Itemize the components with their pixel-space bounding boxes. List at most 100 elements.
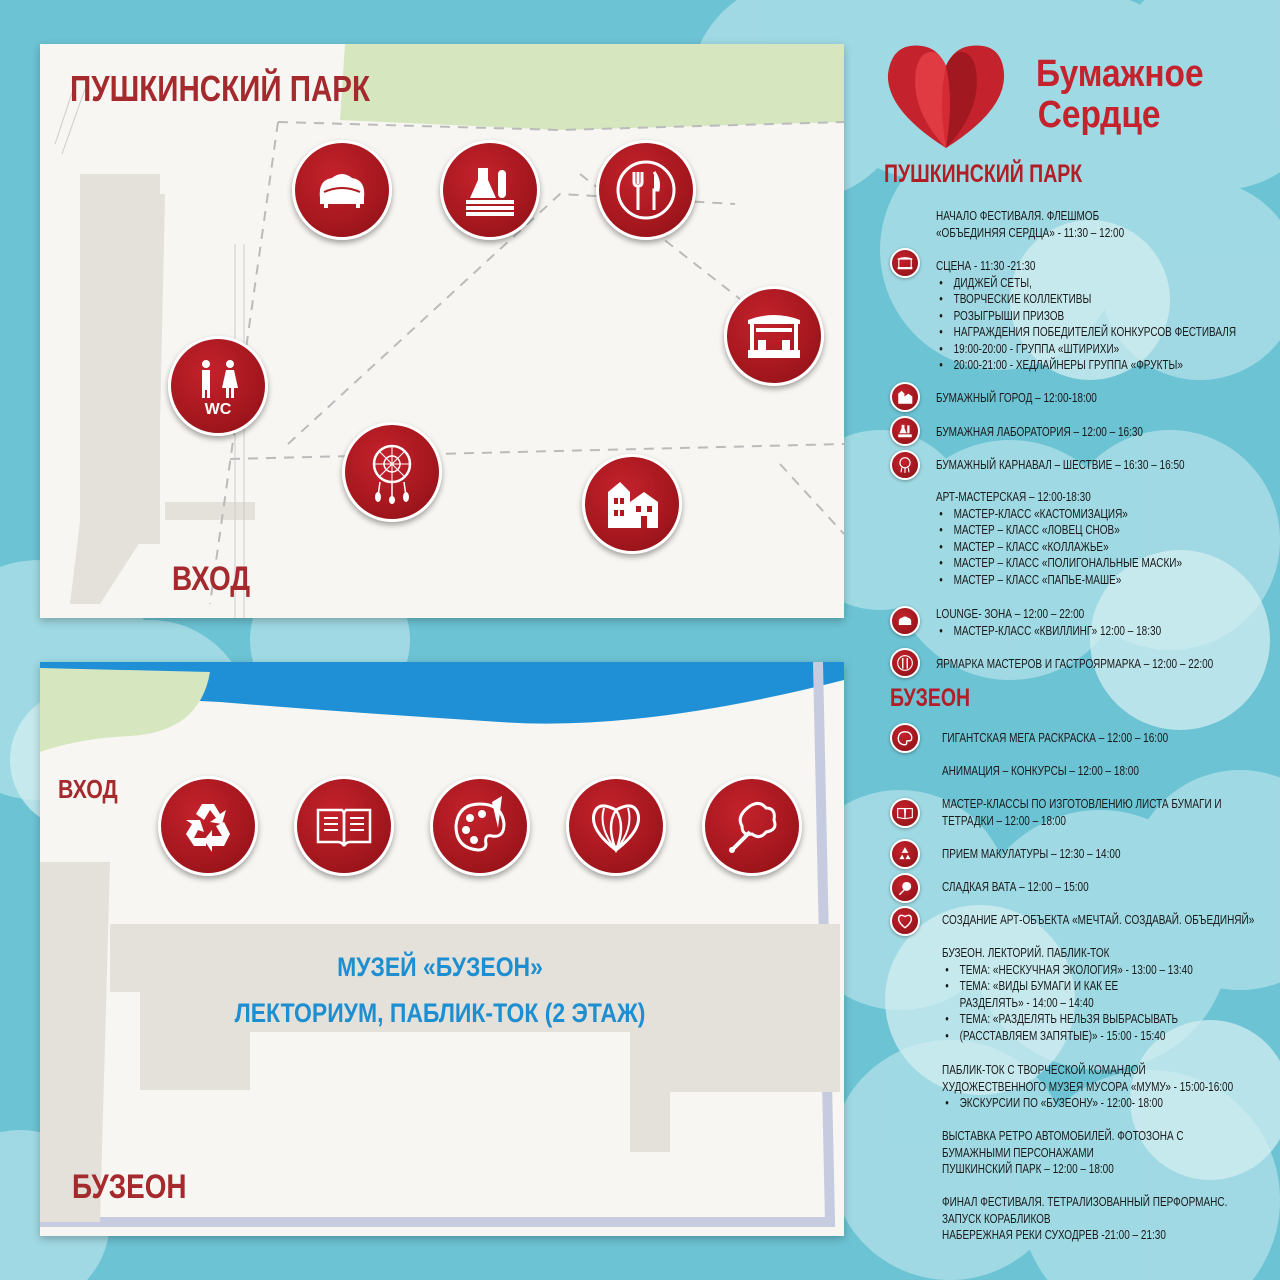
cotton-candy-event: СЛАДКАЯ ВАТА – 12:00 – 15:00 (942, 880, 1089, 894)
dreamcatcher-icon (372, 444, 412, 504)
animation-event: АНИМАЦИЯ – КОНКУРСЫ – 12:00 – 18:00 (942, 764, 1139, 778)
stage-title: СЦЕНА - 11:30 -21:30 (936, 259, 1036, 273)
brand-name: Бумажное Сердце (1036, 54, 1204, 136)
park-map-background (54, 44, 844, 618)
stage-item: ДИДЖЕЙ СЕТЫ, (936, 275, 1236, 292)
buzeon-map-background (40, 662, 844, 1227)
finale-event: ФИНАЛ ФЕСТИВАЛЯ. ТЕТРАЛИЗОВАННЫЙ ПЕРФОРМ… (942, 1194, 1227, 1244)
art-object-event: СОЗДАНИЕ АРТ-ОБЪЕКТА «МЕЧТАЙ. СОЗДАВАЙ. … (942, 913, 1255, 927)
fair-event: ЯРМАРКА МАСТЕРОВ И ГАСТРОЯРМАРКА – 12:00… (936, 657, 1214, 671)
paper-making-line: ТЕТРАДКИ – 12:00 – 18:00 (942, 813, 1066, 828)
buzeon-map: ВХОД БУЗЕОН МУЗЕЙ «БУЗЕОН» ЛЕКТОРИУМ, ПА… (40, 662, 844, 1236)
food-mini-icon (890, 648, 920, 678)
finale-line: ЗАПУСК КОРАБЛИКОВ (942, 1211, 1051, 1226)
section-title-buzeon: БУЗЕОН (890, 684, 971, 712)
public-talk-event: ПАБЛИК-ТОК С ТВОРЧЕСКОЙ КОМАНДОЙ ХУДОЖЕС… (942, 1062, 1233, 1112)
lounge-mini-icon (890, 606, 920, 636)
opening-event: НАЧАЛО ФЕСТИВАЛЯ. ФЛЕШМОБ «ОБЪЕДИНЯЯ СЕР… (936, 208, 1124, 241)
cotton-candy-icon (729, 801, 777, 853)
paper-town-mini-icon (890, 382, 920, 412)
stage-item: ТВОРЧЕСКИЕ КОЛЛЕКТИВЫ (936, 291, 1236, 308)
stage-mini-icon (890, 248, 920, 278)
food-fair-marker[interactable] (596, 140, 696, 240)
art-object-marker[interactable] (566, 776, 666, 876)
carnival-event: БУМАЖНЫЙ КАРНАВАЛ – ШЕСТВИЕ – 16:30 – 16… (936, 458, 1185, 472)
lecture-item: ТЕМА: «РАЗДЕЛЯТЬ НЕЛЬЗЯ ВЫБРАСЫВАТЬ (942, 1011, 1193, 1028)
schedule-sidebar: Бумажное Сердце ПУШКИНСКИЙ ПАРК НАЧАЛО Ф… (876, 40, 1266, 1270)
wc-icon: WC (202, 360, 238, 418)
stage-item: 19:00-20:00 - ГРУППА «ШТИРИХИ» (936, 341, 1236, 358)
paper-making-line: МАСТЕР-КЛАССЫ ПО ИЗГОТОВЛЕНИЮ ЛИСТА БУМА… (942, 797, 1222, 811)
lecture-item: РАЗДЕЛЯТЬ» - 14:00 – 14:40 (959, 995, 1094, 1010)
paper-town-event: БУМАЖНЫЙ ГОРОД – 12:00-18:00 (936, 391, 1097, 405)
museum-name: МУЗЕЙ «БУЗЕОН» (337, 952, 543, 982)
retro-line: ПУШКИНСКИЙ ПАРК – 12:00 – 18:00 (942, 1162, 1114, 1176)
section-title-park: ПУШКИНСКИЙ ПАРК (884, 160, 1083, 188)
lecture-item: ТЕМА: «ВИДЫ БУМАГИ И КАК ЕЕ (942, 978, 1193, 995)
entrance-label: ВХОД (172, 560, 251, 598)
cotton-candy-mini-icon (890, 873, 920, 903)
pushkin-park-map: ПУШКИНСКИЙ ПАРК ВХОД (40, 44, 844, 618)
stage-marker[interactable] (724, 286, 824, 386)
dreamcatcher-mini-icon (890, 450, 920, 480)
heart-mini-icon (890, 906, 920, 936)
art-workshop-item: МАСТЕР – КЛАСС «ЛОВЕЦ СНОВ» (936, 522, 1182, 539)
stage-icon (748, 315, 800, 358)
lounge-item: МАСТЕР-КЛАСС «КВИЛЛИНГ» 12:00 – 18:30 (936, 623, 1161, 640)
book-icon (316, 808, 372, 847)
palette-icon (454, 796, 506, 852)
lounge-zone-marker[interactable] (292, 140, 392, 240)
opening-line-2: «ОБЪЕДИНЯЯ СЕРДЦА» - 11:30 – 12:00 (936, 225, 1125, 240)
carnival-marker[interactable] (342, 422, 442, 522)
recycle-icon (186, 804, 230, 852)
paper-lab-marker[interactable] (440, 140, 540, 240)
lectures-title: БУЗЕОН. ЛЕКТОРИЙ. ПАБЛИК-ТОК (942, 946, 1110, 960)
lecture-item: (РАССТАВЛЯЕМ ЗАПЯТЫЕ)» - 15:00 - 15:40 (942, 1028, 1193, 1045)
palette-mini-icon (890, 723, 920, 753)
paper-town-icon (608, 482, 658, 528)
map-title-park: ПУШКИНСКИЙ ПАРК (70, 68, 371, 109)
map-title-buzeon: БУЗЕОН (72, 1168, 187, 1206)
lecture-hall-label: ЛЕКТОРИУМ, ПАБЛИК-ТОК (2 ЭТАЖ) (234, 998, 646, 1028)
stage-item: НАГРАЖДЕНИЯ ПОБЕДИТЕЛЕЙ КОНКУРСОВ ФЕСТИВ… (936, 324, 1236, 341)
finale-line: ФИНАЛ ФЕСТИВАЛЯ. ТЕТРАЛИЗОВАННЫЙ ПЕРФОРМ… (942, 1195, 1228, 1209)
lectures-event: БУЗЕОН. ЛЕКТОРИЙ. ПАБЛИК-ТОК ТЕМА: «НЕСК… (942, 945, 1193, 1044)
coloring-event: ГИГАНТСКАЯ МЕГА РАСКРАСКА – 12:00 – 16:0… (942, 731, 1169, 745)
stage-item: 20:00-21:00 - ХЕДЛАЙНЕРЫ ГРУППА «ФРУКТЫ» (936, 357, 1236, 374)
paper-heart-logo (887, 45, 1005, 148)
coloring-marker[interactable] (430, 776, 530, 876)
lounge-title: LOUNGE- ЗОНА – 12:00 – 22:00 (936, 607, 1085, 621)
retro-line: ВЫСТАВКА РЕТРО АВТОМОБИЛЕЙ. ФОТОЗОНА С (942, 1129, 1184, 1143)
paper-lab-event: БУМАЖНАЯ ЛАБОРАТОРИЯ – 12:00 – 16:30 (936, 425, 1143, 439)
opening-line-1: НАЧАЛО ФЕСТИВАЛЯ. ФЛЕШМОБ (936, 209, 1100, 223)
lounge-icon (319, 174, 365, 208)
public-talk-line: ХУДОЖЕСТВЕННОГО МУЗЕЯ МУСОРА «МУМУ» - 15… (942, 1079, 1234, 1094)
lounge-event: LOUNGE- ЗОНА – 12:00 – 22:00 МАСТЕР-КЛАС… (936, 606, 1161, 639)
book-mini-icon (890, 798, 920, 828)
art-workshop-item: МАСТЕР – КЛАСС «ПАПЬЕ-МАШЕ» (936, 572, 1182, 589)
art-workshop-item: МАСТЕР – КЛАСС «ПОЛИГОНАЛЬНЫЕ МАСКИ» (936, 555, 1182, 572)
laboratory-mini-icon (890, 416, 920, 446)
finale-line: НАБЕРЕЖНАЯ РЕКИ СУХОДРЕВ -21:00 – 21:30 (942, 1228, 1166, 1242)
brand-line-2: Сердце (1037, 94, 1161, 136)
recycle-mini-icon (890, 839, 920, 869)
laboratory-icon (466, 168, 514, 216)
paper-heart-icon (591, 804, 641, 854)
stage-event: СЦЕНА - 11:30 -21:30 ДИДЖЕЙ СЕТЫ, ТВОРЧЕ… (936, 258, 1236, 374)
paper-workshop-marker[interactable] (294, 776, 394, 876)
retro-line: БУМАЖНЫМИ ПЕРСОНАЖАМИ (942, 1145, 1094, 1160)
wc-marker[interactable]: WC (168, 336, 268, 436)
art-workshop-title: АРТ-МАСТЕРСКАЯ – 12:00-18:30 (936, 490, 1091, 504)
paper-town-marker[interactable] (582, 454, 682, 554)
lecture-item: ТЕМА: «НЕСКУЧНАЯ ЭКОЛОГИЯ» - 13:00 – 13:… (942, 962, 1193, 979)
public-talk-item: ЭКСКУРСИИ ПО «БУЗЕОНУ» - 12:00- 18:00 (942, 1095, 1233, 1112)
recycling-marker[interactable] (158, 776, 258, 876)
recycling-event: ПРИЕМ МАКУЛАТУРЫ – 12:30 – 14:00 (942, 847, 1121, 861)
art-workshop-item: МАСТЕР-КЛАСС «КАСТОМИЗАЦИЯ» (936, 506, 1182, 523)
cotton-candy-marker[interactable] (702, 776, 802, 876)
wc-text: WC (205, 401, 232, 418)
art-workshop-item: МАСТЕР – КЛАСС «КОЛЛАЖЬЕ» (936, 539, 1182, 556)
entrance-label: ВХОД (58, 774, 118, 804)
paper-making-event: МАСТЕР-КЛАССЫ ПО ИЗГОТОВЛЕНИЮ ЛИСТА БУМА… (942, 796, 1222, 829)
art-workshop-event: АРТ-МАСТЕРСКАЯ – 12:00-18:30 МАСТЕР-КЛАС… (936, 489, 1182, 588)
